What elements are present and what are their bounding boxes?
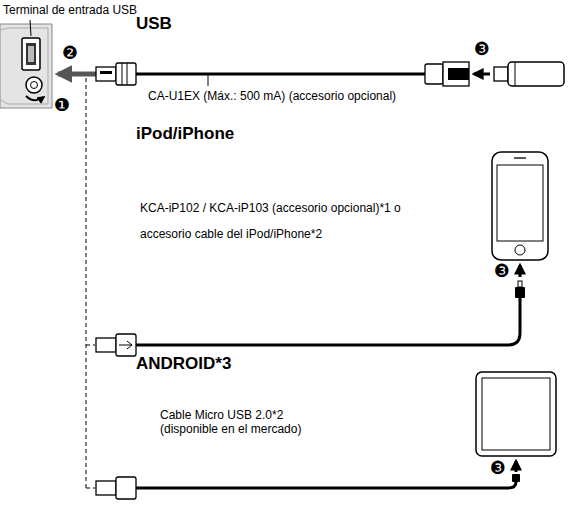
illustration-part xyxy=(28,46,34,62)
illustration-part xyxy=(492,152,548,260)
illustration-part xyxy=(26,43,36,65)
illustration-part xyxy=(116,334,136,356)
illustration-part xyxy=(58,72,100,77)
illustration-part xyxy=(136,298,520,345)
illustration-part xyxy=(96,338,116,352)
illustration-part xyxy=(96,67,116,81)
illustration-part xyxy=(512,474,520,482)
illustration-part xyxy=(116,63,136,85)
illustration-part xyxy=(127,63,128,85)
illustration-part xyxy=(519,265,522,277)
illustration-part xyxy=(86,78,87,488)
illustration-part xyxy=(136,73,425,76)
illustration-part xyxy=(494,67,508,81)
illustration-part xyxy=(8,28,48,104)
illustration-part xyxy=(0,28,8,30)
illustration-part xyxy=(86,345,95,346)
callout-number: ❸ xyxy=(490,459,506,477)
cable-label: KCA-iP102 / KCA-iP103 (accesorio opciona… xyxy=(140,195,430,247)
callout-number: ❷ xyxy=(62,44,78,62)
illustration-part xyxy=(515,62,516,86)
section-heading: iPod/iPhone xyxy=(136,124,234,144)
illustration-part xyxy=(0,24,52,108)
illustration-part xyxy=(514,157,526,158)
cable-label: Cable Micro USB 2.0*2 (disponible en el … xyxy=(160,408,330,437)
illustration-part xyxy=(515,245,525,255)
illustration-part xyxy=(425,64,443,84)
illustration-part xyxy=(86,488,95,489)
illustration-part xyxy=(100,71,112,74)
callout-number: ❶ xyxy=(54,96,70,114)
illustration-part xyxy=(515,287,525,298)
section-heading: USB xyxy=(136,14,172,34)
illustration-part xyxy=(208,74,209,86)
illustration-part xyxy=(476,372,556,456)
illustration-part xyxy=(116,477,136,499)
illustration-part xyxy=(515,461,518,472)
callout-number: ❸ xyxy=(494,262,510,280)
illustration-part xyxy=(508,62,564,86)
illustration-part xyxy=(0,100,8,104)
section-heading: ANDROID*3 xyxy=(136,354,231,374)
illustration-part xyxy=(136,482,516,488)
callout-number: ❸ xyxy=(474,40,490,58)
illustration-part xyxy=(448,68,469,80)
illustration-part xyxy=(22,38,40,70)
illustration-part xyxy=(482,378,550,450)
illustration-part xyxy=(30,20,31,36)
illustration-part xyxy=(31,82,38,89)
illustration-part xyxy=(119,341,132,349)
illustration-part xyxy=(96,481,116,495)
illustration-part xyxy=(518,281,522,287)
illustration-part xyxy=(474,73,490,76)
illustration-part xyxy=(443,62,469,86)
illustration-part xyxy=(26,77,42,93)
illustration-part xyxy=(122,63,123,85)
cable-label: CA-U1EX (Máx.: 500 mA) (accesorio opcion… xyxy=(148,89,468,103)
illustration-part xyxy=(497,165,543,241)
illustration-part xyxy=(26,96,44,100)
